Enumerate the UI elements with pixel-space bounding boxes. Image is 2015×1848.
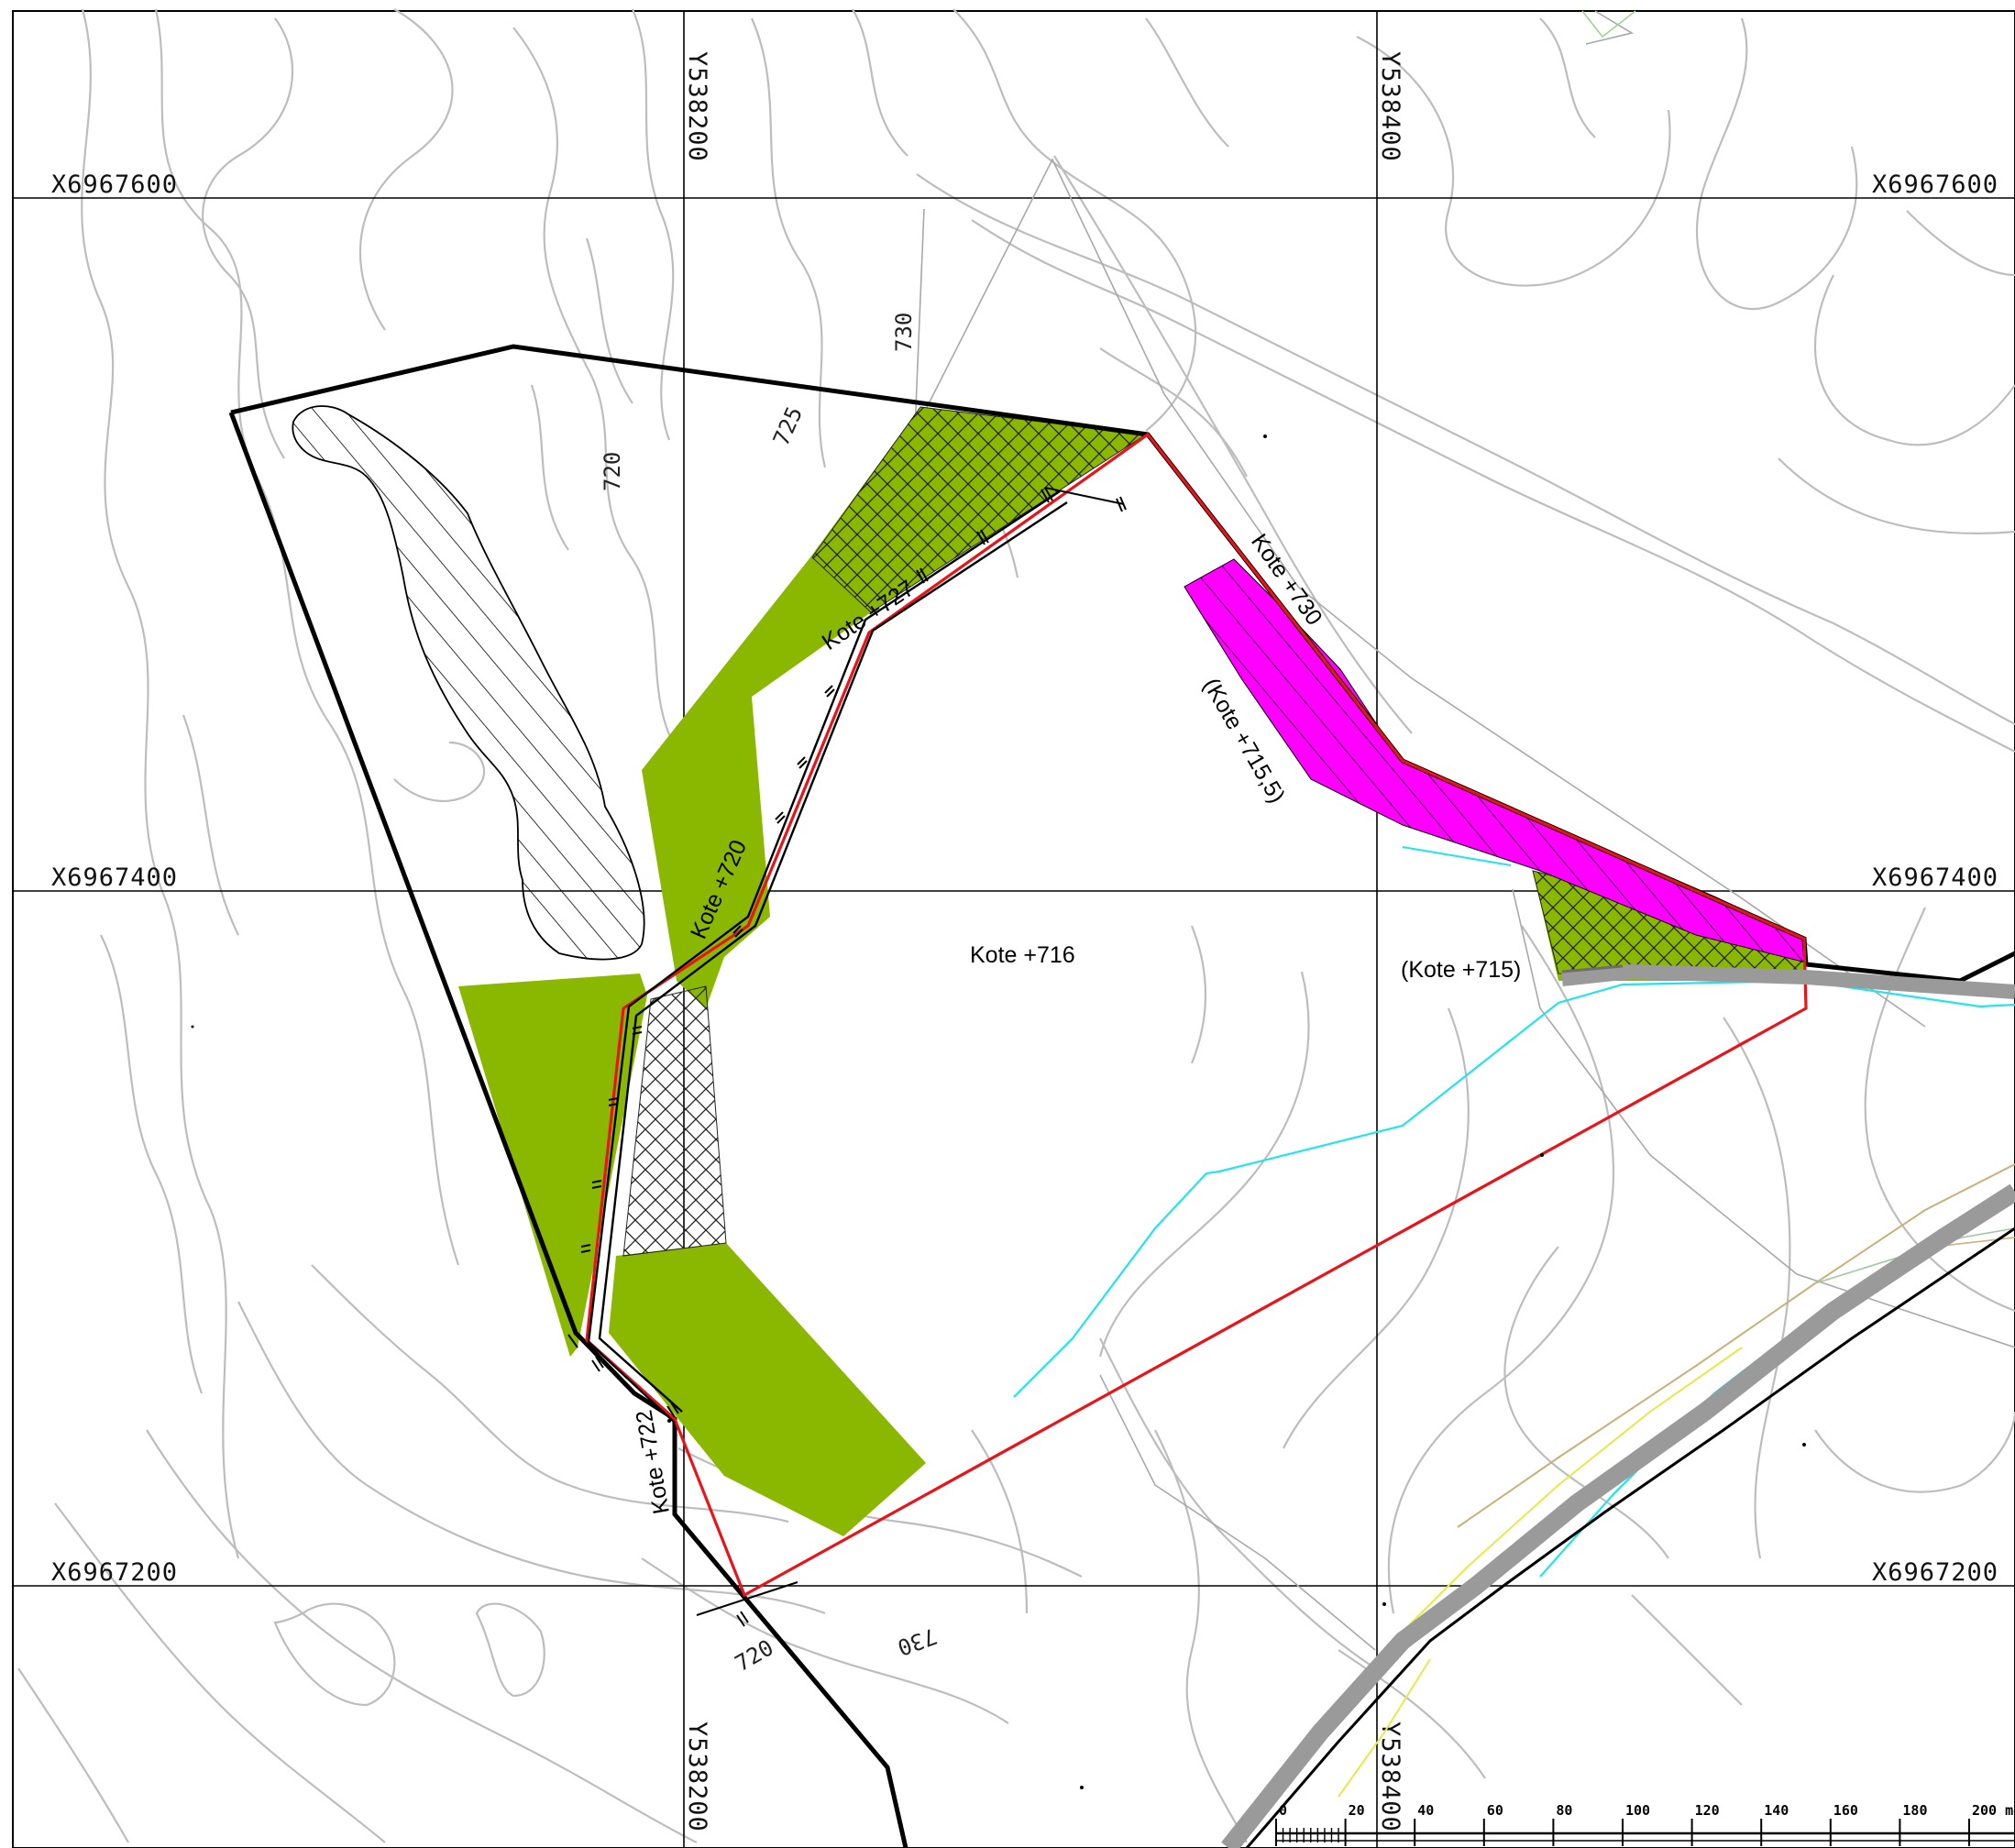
point-features xyxy=(191,434,1806,1789)
scale-label: 100 xyxy=(1625,1802,1650,1819)
road-main xyxy=(1221,1183,2015,1848)
scale-bar: 0 20 40 60 80 100 120 140 160 180 200 meter xyxy=(1275,1802,2015,1846)
red-plan-line xyxy=(585,432,1808,1598)
scale-label: 20 xyxy=(1349,1802,1365,1819)
cyan-line-short xyxy=(1402,846,1512,866)
green-thin-line xyxy=(1581,10,1636,38)
label-kote-715: (Kote +715) xyxy=(1401,957,1521,983)
contour-label-720-top: 720 xyxy=(600,452,625,491)
grid-label-x-bottom-right: X6967200 xyxy=(1872,1558,1998,1587)
scale-label: 40 xyxy=(1417,1802,1434,1819)
grid-label-y-right-top: Y538400 xyxy=(1376,51,1404,162)
scale-label: 160 xyxy=(1833,1802,1858,1819)
grid-label-y-left-bottom: Y538200 xyxy=(683,1722,711,1832)
scale-label: 80 xyxy=(1556,1802,1572,1819)
contour-lines xyxy=(17,8,2015,1843)
grid-label-x-bottom-left: X6967200 xyxy=(51,1558,178,1587)
scale-label: 120 xyxy=(1695,1802,1720,1819)
scale-label: 0 xyxy=(1279,1802,1287,1819)
grid-label-y-left-top: Y538200 xyxy=(683,51,711,162)
road-main-edge xyxy=(1245,1226,2015,1848)
fence-line xyxy=(587,490,1068,1424)
road-upper-edge xyxy=(1561,964,1624,974)
label-kote-716: Kote +716 xyxy=(970,942,1075,968)
contour-label-730-top: 730 xyxy=(891,313,917,352)
grid-label-y-right-bottom: Y538400 xyxy=(1376,1722,1404,1832)
hatched-area xyxy=(292,405,645,961)
grid-label-x-mid-right: X6967400 xyxy=(1872,864,1998,892)
parcel-lines xyxy=(914,10,2015,1651)
grid-label-x-top-left: X6967600 xyxy=(51,170,178,199)
fence-ticks xyxy=(567,487,1127,1627)
grid-label-x-mid-left: X6967400 xyxy=(51,864,178,892)
scale-label: 140 xyxy=(1764,1802,1789,1819)
cyan-line xyxy=(1013,979,2015,1398)
crosshatch-areas xyxy=(622,406,1807,1257)
scale-label: 180 xyxy=(1902,1802,1927,1819)
scale-label: 200 meter xyxy=(1972,1802,2015,1819)
road-upper xyxy=(1561,963,2015,999)
grid-label-x-top-right: X6967600 xyxy=(1872,170,1998,199)
scale-label: 60 xyxy=(1487,1802,1503,1819)
